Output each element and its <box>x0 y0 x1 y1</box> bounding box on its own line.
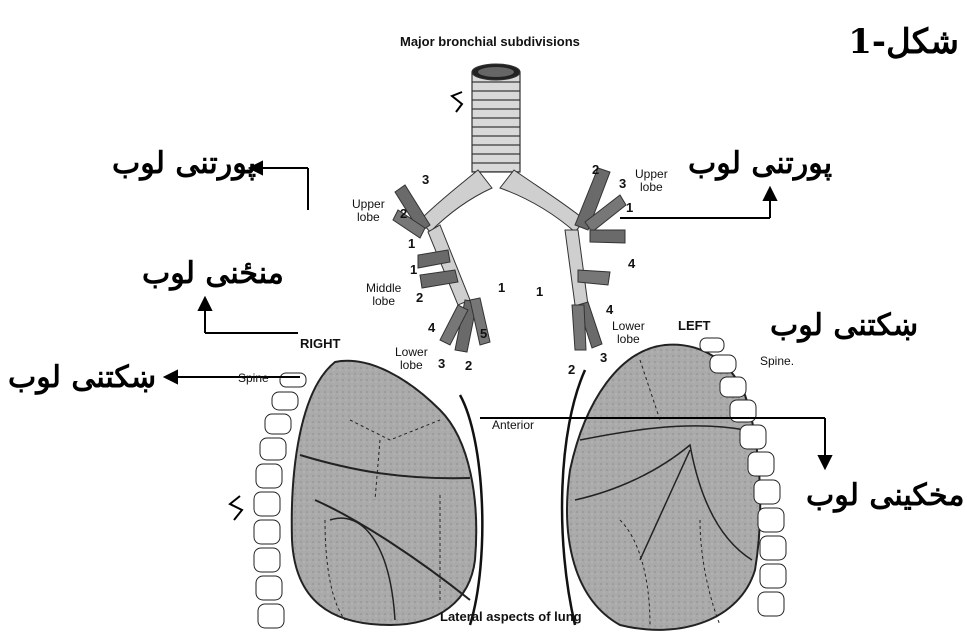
segment-number: 4 <box>606 302 613 317</box>
top-diagram-title: Major bronchial subdivisions <box>400 34 580 49</box>
right-side-label: RIGHT <box>300 336 340 351</box>
bronchus-right-upper-lobe-label: Upper lobe <box>352 198 385 224</box>
segment-number: 2 <box>568 362 575 377</box>
segment-number: 2 <box>416 290 423 305</box>
annotation-middle-lobe: منځنی لوب <box>142 256 284 291</box>
right-lung-lateral <box>292 361 476 625</box>
segment-number: 1 <box>626 200 633 215</box>
bottom-diagram-title: Lateral aspects of lung <box>440 609 582 624</box>
annotation-lower-lobe-right: ښکتنی لوب <box>770 308 918 343</box>
segment-number: 1 <box>408 236 415 251</box>
segment-number: 1 <box>410 262 417 277</box>
segment-number: 3 <box>438 356 445 371</box>
chest-wall-arcs <box>460 370 585 625</box>
segment-number: 1 <box>536 284 543 299</box>
spine-label-left: Spine. <box>760 354 794 368</box>
left-side-label: LEFT <box>678 318 711 333</box>
bronchus-left-lower-lobe-label: Lower lobe <box>612 320 645 346</box>
pen-mark-top <box>452 92 462 112</box>
segment-number: 2 <box>400 206 407 221</box>
segment-number: 3 <box>422 172 429 187</box>
bronchus-right-lower-lobe-label: Lower lobe <box>395 346 428 372</box>
trachea <box>472 64 520 172</box>
segment-number: 3 <box>619 176 626 191</box>
segment-number: 2 <box>465 358 472 373</box>
segment-number: 3 <box>600 350 607 365</box>
annotation-upper-lobe-right: پورتنی لوب <box>688 146 832 181</box>
figure-label: شکل-1 <box>848 22 959 62</box>
bronchus-right-middle-lobe-label: Middle lobe <box>366 282 401 308</box>
segment-number: 5 <box>480 326 487 341</box>
segment-number: 4 <box>428 320 435 335</box>
bronchus-left-upper-lobe-label: Upper lobe <box>635 168 668 194</box>
segment-number: 4 <box>628 256 635 271</box>
pen-mark-bottom <box>230 496 242 520</box>
spine-label-right: Spine <box>238 371 269 385</box>
anterior-label: Anterior <box>492 418 534 432</box>
annotation-anterior-lobe: مخکینی لوب <box>806 478 964 513</box>
segment-number: 1 <box>498 280 505 295</box>
segment-number: 2 <box>592 162 599 177</box>
annotation-lower-lobe-left: ښکتنی لوب <box>8 360 156 395</box>
annotation-upper-lobe-left: پورتنی لوب <box>112 146 256 181</box>
